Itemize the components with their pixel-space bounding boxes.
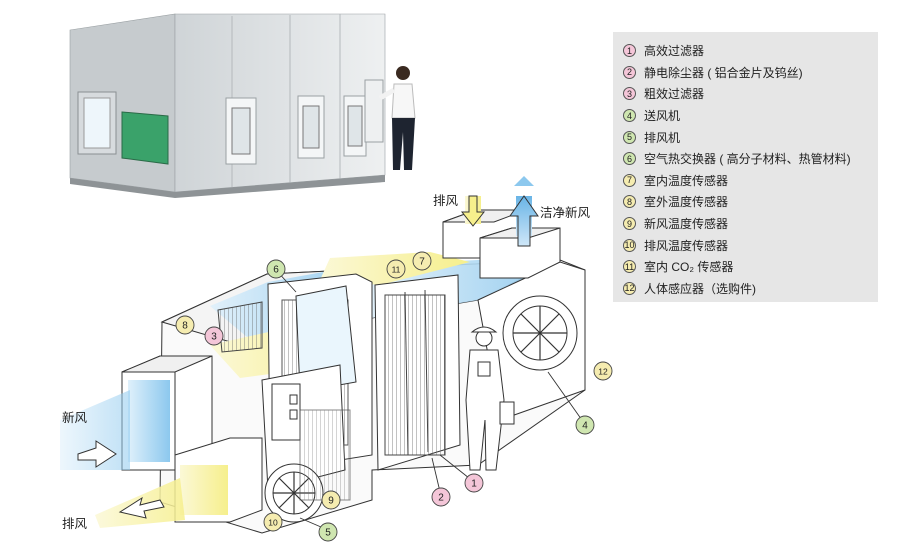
callout-number: 3 bbox=[211, 332, 217, 343]
callout-circle bbox=[464, 473, 484, 493]
callout-3: 3 bbox=[204, 326, 224, 346]
legend-number-badge: 2 bbox=[623, 65, 636, 79]
callout-6: 6 bbox=[266, 259, 286, 279]
legend-item-label: 排风温度传感器 bbox=[644, 238, 729, 253]
legend-item-9: 9 新风温度传感器 bbox=[623, 213, 878, 235]
legend-item-label: 室内温度传感器 bbox=[644, 173, 729, 188]
callout-number: 4 bbox=[582, 421, 588, 432]
legend-item-label: 送风机 bbox=[644, 109, 681, 124]
legend-item-1: 1 高效过滤器 bbox=[623, 40, 878, 62]
exhaust-out-label: 排风 bbox=[62, 517, 88, 531]
callout-number: 10 bbox=[268, 518, 278, 528]
ahu-cabinet-photo bbox=[69, 13, 416, 198]
callout-number: 9 bbox=[328, 496, 334, 507]
legend-number-badge: 11 bbox=[623, 260, 636, 274]
exhaust-in-arrow-icon bbox=[460, 195, 486, 227]
legend-number-badge: 7 bbox=[623, 173, 636, 187]
callout-circle bbox=[318, 522, 338, 542]
legend-item-8: 8 室外温度传感器 bbox=[623, 191, 878, 213]
legend-number-badge: 5 bbox=[623, 130, 636, 144]
airflow-arrows bbox=[60, 176, 539, 528]
legend-number-badge: 12 bbox=[623, 281, 636, 295]
legend-item-label: 人体感应器（选购件) bbox=[644, 281, 756, 296]
clean-fresh-air-label: 洁净新风 bbox=[540, 205, 591, 220]
legend-item-label: 室内 CO₂ 传感器 bbox=[644, 260, 734, 275]
legend-number-badge: 1 bbox=[623, 44, 636, 58]
legend-item-11: 11 室内 CO₂ 传感器 bbox=[623, 256, 878, 278]
callout-circle bbox=[431, 487, 451, 507]
callout-circle bbox=[412, 251, 432, 271]
callout-7: 7 bbox=[412, 251, 432, 271]
legend-item-2: 2 静电除尘器 ( 铝合金片及钨丝) bbox=[623, 62, 878, 84]
callout-number: 11 bbox=[392, 265, 401, 275]
legend-item-label: 粗效过滤器 bbox=[644, 87, 705, 102]
legend-number-badge: 8 bbox=[623, 195, 636, 209]
callout-number: 2 bbox=[438, 493, 444, 504]
callout-circle bbox=[266, 259, 286, 279]
callout-9: 9 bbox=[321, 490, 341, 510]
fresh-air-in-label: 新风 bbox=[62, 410, 88, 425]
callout-8: 8 bbox=[175, 315, 195, 335]
legend-item-label: 高效过滤器 bbox=[644, 44, 705, 59]
legend-item-label: 排风机 bbox=[644, 130, 681, 145]
legend-number-badge: 3 bbox=[623, 87, 636, 101]
legend-item-5: 5 排风机 bbox=[623, 126, 878, 148]
legend-item-label: 静电除尘器 ( 铝合金片及钨丝) bbox=[644, 65, 803, 80]
clean-air-arrow-icon bbox=[509, 195, 539, 247]
callout-number: 5 bbox=[325, 528, 331, 539]
callout-number: 6 bbox=[273, 265, 279, 276]
callout-circle bbox=[386, 259, 406, 279]
legend-item-7: 7 室内温度传感器 bbox=[623, 170, 878, 192]
legend-item-3: 3 粗效过滤器 bbox=[623, 83, 878, 105]
callout-number: 1 bbox=[471, 479, 477, 490]
legend-number-badge: 6 bbox=[623, 152, 636, 166]
legend-item-label: 空气热交换器 ( 高分子材料、热管材料) bbox=[644, 152, 851, 167]
callout-11: 11 bbox=[386, 259, 406, 279]
callout-4: 4 bbox=[575, 415, 595, 435]
fresh-air-arrow-icon bbox=[77, 440, 117, 468]
legend-item-6: 6 空气热交换器 ( 高分子材料、热管材料) bbox=[623, 148, 878, 170]
callout-circle bbox=[575, 415, 595, 435]
callout-number: 7 bbox=[419, 257, 425, 268]
legend-item-4: 4 送风机 bbox=[623, 105, 878, 127]
legend-item-12: 12 人体感应器（选购件) bbox=[623, 278, 878, 300]
legend-item-label: 室外温度传感器 bbox=[644, 195, 729, 210]
exhaust-out-arrow-icon bbox=[118, 496, 165, 519]
callout-10: 10 bbox=[263, 512, 283, 532]
legend-number-badge: 10 bbox=[623, 238, 636, 252]
callout-1: 1 bbox=[464, 473, 484, 493]
callout-5: 5 bbox=[318, 522, 338, 542]
legend-item-label: 新风温度传感器 bbox=[644, 217, 729, 232]
callout-2: 2 bbox=[431, 487, 451, 507]
callout-12: 12 bbox=[593, 361, 613, 381]
legend-item-10: 10 排风温度传感器 bbox=[623, 234, 878, 256]
legend-number-badge: 4 bbox=[623, 109, 636, 123]
callout-circle bbox=[263, 512, 283, 532]
callout-circle bbox=[204, 326, 224, 346]
legend-panel: 1 高效过滤器 2 静电除尘器 ( 铝合金片及钨丝) 3 粗效过滤器 4 送风机 5 排风机 6 空气… bbox=[613, 32, 878, 302]
callout-circle bbox=[593, 361, 613, 381]
heat-exchanger-diagram bbox=[121, 209, 586, 534]
callout-circle bbox=[321, 490, 341, 510]
exhaust-in-label: 排风 bbox=[433, 194, 459, 208]
legend-number-badge: 9 bbox=[623, 217, 636, 231]
callout-number: 8 bbox=[182, 321, 188, 332]
callout-number: 12 bbox=[598, 367, 608, 377]
callout-circle bbox=[175, 315, 195, 335]
